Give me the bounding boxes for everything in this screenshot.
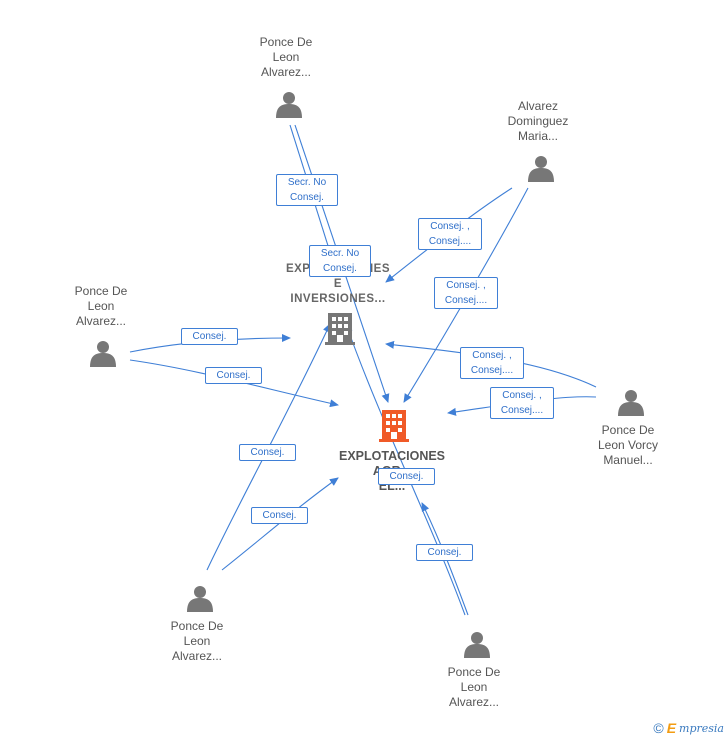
person-bottom-left-icon[interactable] (187, 586, 213, 612)
person-right-label[interactable]: Ponce De Leon Vorcy Manuel... (597, 423, 659, 467)
person-bottom-left-label[interactable]: Ponce De Leon Alvarez... (170, 619, 224, 663)
person-bottom-right-icon[interactable] (464, 632, 490, 658)
edge-label-top-secr-1[interactable]: Secr. No Consej. (276, 174, 338, 206)
person-top-icon[interactable] (276, 92, 302, 118)
edge-label-topright-consej-2[interactable]: Consej. , Consej.... (434, 277, 498, 309)
edge-bottomleft-to-main (221, 477, 339, 571)
person-left-label[interactable]: Ponce De Leon Alvarez... (74, 284, 128, 328)
person-top-label[interactable]: Ponce De Leon Alvarez... (259, 35, 313, 79)
edge-label-bottomleft-consej-2[interactable]: Consej. (251, 507, 308, 524)
person-top-right-label[interactable]: Alvarez Dominguez Maria... (507, 99, 569, 143)
edge-label-topright-consej-1[interactable]: Consej. , Consej.... (418, 218, 482, 250)
edge-label-bottomright-consej-2[interactable]: Consej. (416, 544, 473, 561)
edge-label-right-consej-1[interactable]: Consej. , Consej.... (460, 347, 524, 379)
person-right-icon[interactable] (618, 390, 644, 416)
edge-label-left-consej-2[interactable]: Consej. (205, 367, 262, 384)
edge-label-right-consej-2[interactable]: Consej. , Consej.... (490, 387, 554, 419)
edge-label-top-secr-2[interactable]: Secr. No Consej. (309, 245, 371, 277)
company-building-icon[interactable] (325, 313, 355, 345)
brand-logo-text: mpresia (679, 721, 724, 735)
brand-logo-initial: E (666, 720, 677, 736)
main-company-building-icon[interactable] (379, 410, 409, 442)
edge-label-bottomleft-consej-1[interactable]: Consej. (239, 444, 296, 461)
person-bottom-right-label[interactable]: Ponce De Leon Alvarez... (447, 665, 501, 709)
person-top-right-icon[interactable] (528, 156, 554, 182)
copyright-icon: © (653, 720, 664, 736)
person-left-icon[interactable] (90, 341, 116, 367)
edge-label-left-consej-1[interactable]: Consej. (181, 328, 238, 345)
edge-label-bottomright-consej-1[interactable]: Consej. (378, 468, 435, 485)
